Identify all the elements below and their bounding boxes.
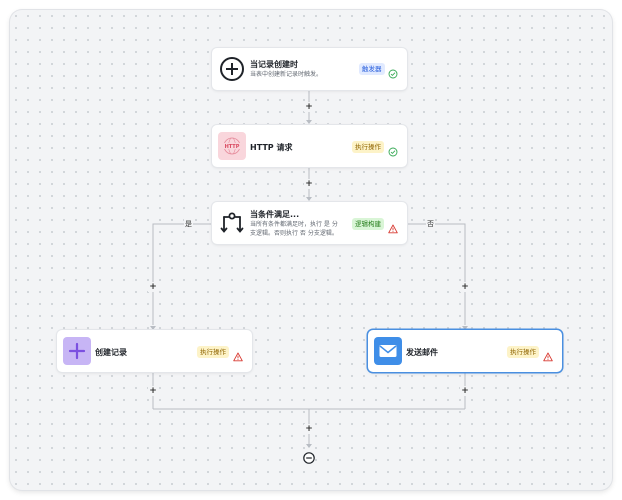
branch-label-no: 否 (426, 219, 435, 229)
add-step-button[interactable]: + (148, 386, 158, 396)
warning-icon (388, 219, 398, 234)
add-step-button[interactable]: + (460, 282, 470, 292)
node-type-badge: 执行操作 (197, 346, 229, 358)
mail-icon (374, 337, 402, 365)
branch-icon (218, 209, 246, 237)
add-step-button[interactable]: + (460, 386, 470, 396)
end-icon[interactable] (303, 449, 315, 464)
http-icon: HTTP (218, 132, 246, 160)
warning-icon (233, 347, 243, 362)
create-record-node[interactable]: 创建记录 执行操作 (57, 330, 252, 372)
http-request-node[interactable]: HTTP HTTP 请求 执行操作 (212, 125, 407, 167)
add-step-button[interactable]: + (304, 424, 314, 434)
node-title: 当记录创建时 (250, 60, 298, 69)
send-email-node[interactable]: 发送邮件 执行操作 (368, 330, 562, 372)
node-title: HTTP 请求 (250, 143, 293, 152)
check-icon (388, 142, 398, 157)
check-icon (388, 64, 398, 79)
http-icon-text: HTTP (225, 144, 240, 150)
node-type-badge: 执行操作 (507, 346, 539, 358)
node-description: 当所有条件都满足时，执行 是 分 (250, 221, 338, 228)
node-description: 当表中创建新记录时触发。 (250, 71, 323, 78)
node-title: 发送邮件 (406, 348, 438, 357)
node-type-badge: 触发器 (359, 63, 385, 75)
plus-icon (63, 337, 91, 365)
workflow-canvas[interactable] (10, 10, 612, 490)
trigger-node[interactable]: 当记录创建时 当表中创建新记录时触发。 触发器 (212, 48, 407, 90)
node-type-badge: 执行操作 (352, 141, 384, 153)
circle-plus-icon (218, 55, 246, 83)
warning-icon (543, 347, 553, 362)
add-step-button[interactable]: + (304, 102, 314, 112)
branch-label-yes: 是 (184, 219, 193, 229)
add-step-button[interactable]: + (304, 179, 314, 189)
condition-node[interactable]: 当条件满足... 当所有条件都满足时，执行 是 分 支逻辑。否则执行 否 分支逻… (212, 202, 407, 244)
node-title: 创建记录 (95, 348, 127, 357)
node-title: 当条件满足... (250, 210, 300, 219)
node-type-badge: 逻辑构建 (352, 218, 384, 230)
add-step-button[interactable]: + (148, 282, 158, 292)
node-description: 支逻辑。否则执行 否 分支逻辑。 (250, 230, 338, 237)
